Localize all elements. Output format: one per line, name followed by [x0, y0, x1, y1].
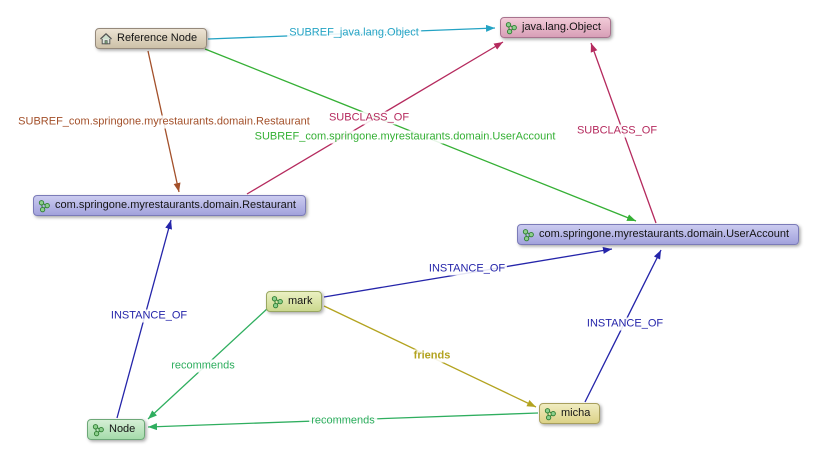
- edge-label-subclass-of-useraccount: SUBCLASS_OF: [574, 124, 660, 138]
- edge-label-subref-restaurant: SUBREF_com.springone.myrestaurants.domai…: [16, 115, 312, 129]
- node-label: Node: [109, 423, 136, 435]
- edge-label-instance-of-mark: INSTANCE_OF: [426, 262, 508, 276]
- node-label: com.springone.myrestaurants.domain.UserA…: [539, 228, 790, 240]
- node-useraccount-class[interactable]: com.springone.myrestaurants.domain.UserA…: [517, 224, 800, 245]
- edge-label-recommends-micha-node: recommends: [309, 414, 377, 428]
- edge-label-subclass-of-restaurant: SUBCLASS_OF: [326, 111, 412, 125]
- graph-icon: [543, 407, 557, 421]
- node-restaurant-class[interactable]: com.springone.myrestaurants.domain.Resta…: [33, 195, 306, 216]
- node-reference-node[interactable]: Reference Node: [95, 28, 208, 49]
- graph-icon: [37, 199, 51, 213]
- edge-label-friends-mark-micha: friends: [411, 349, 453, 363]
- edge-label-subref-java-lang-object: SUBREF_java.lang.Object: [287, 26, 421, 40]
- node-label: Reference Node: [117, 32, 198, 44]
- graph-icon: [521, 228, 535, 242]
- node-label: java.lang.Object: [522, 21, 601, 33]
- edge-label-subref-useraccount: SUBREF_com.springone.myrestaurants.domai…: [252, 130, 558, 144]
- node-label: com.springone.myrestaurants.domain.Resta…: [55, 199, 296, 211]
- graph-icon: [504, 21, 518, 35]
- edge-label-instance-of-micha: INSTANCE_OF: [584, 317, 666, 331]
- edge-label-recommends-mark-node: recommends: [169, 359, 237, 373]
- node-node[interactable]: Node: [87, 419, 146, 440]
- node-java-lang-object[interactable]: java.lang.Object: [500, 17, 611, 38]
- graph-icon: [270, 295, 284, 309]
- node-micha[interactable]: micha: [539, 403, 601, 424]
- home-icon: [99, 32, 113, 46]
- edge-label-instance-of-node: INSTANCE_OF: [108, 309, 190, 323]
- node-mark[interactable]: mark: [266, 291, 323, 312]
- graph-icon: [91, 423, 105, 437]
- node-label: micha: [561, 407, 591, 419]
- node-label: mark: [288, 295, 313, 307]
